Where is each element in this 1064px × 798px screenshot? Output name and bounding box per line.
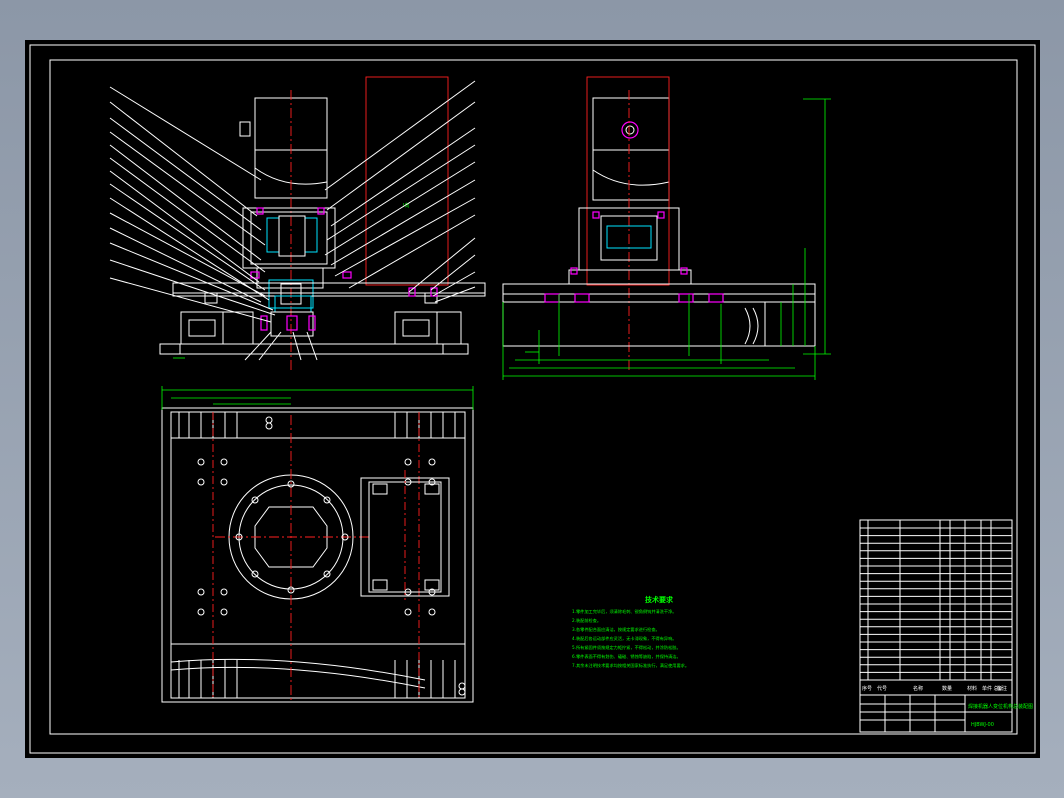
technical-requirements: 技术要求 1.零件加工完毕后，须清除毛刺、锐角倒钝并清洗干净。 2.装配前检查。… <box>572 595 689 669</box>
header-cell: 名称 <box>913 685 923 692</box>
inner-frame <box>49 59 1018 735</box>
parts-list: 序号 代号 名称 数量 材料 单件 总计 备注 焊接机器人变位机构总装配图 HJ… <box>859 519 1033 733</box>
assembly-drawing-svg: I向 <box>29 44 1036 754</box>
header-cell: 序号 <box>862 685 872 692</box>
header-cell: 材料 <box>967 685 977 692</box>
header-cell: 代号 <box>877 685 887 692</box>
header-cell: 备注 <box>997 685 1007 692</box>
tech-req-line: 4.装配后各运动部件应灵活，无卡滞现象，不得有异响。 <box>572 635 677 642</box>
tech-req-line: 3.各零件配合面应清洁，按规定要求进行检查。 <box>572 626 660 633</box>
tech-req-line: 7.其余未注明技术要求均按相关国家标准执行，满足使用要求。 <box>572 662 689 669</box>
tech-req-line: 2.装配前检查。 <box>572 617 601 624</box>
section-label: I向 <box>403 202 409 209</box>
drawing-canvas[interactable]: I向 <box>25 40 1040 758</box>
tech-req-line: 5.所有紧固件须按规定力矩拧紧，不得松动，并涂防松胶。 <box>572 644 681 651</box>
front-view: I向 <box>109 76 486 370</box>
top-view <box>161 386 474 703</box>
drawing-number: HJBWJ-00 <box>971 722 994 728</box>
header-cell: 数量 <box>942 685 952 692</box>
tech-req-line: 6.零件表面不得有划伤、磕碰、锈蚀等缺陷，并保持清洁。 <box>572 653 681 660</box>
header-cell: 单件 总计 <box>982 685 1004 692</box>
tech-req-line: 1.零件加工完毕后，须清除毛刺、锐角倒钝并清洗干净。 <box>572 608 677 615</box>
tech-req-title: 技术要求 <box>645 595 674 604</box>
drawing-name: 焊接机器人变位机构总装配图 <box>968 703 1033 710</box>
outer-border <box>29 44 1036 754</box>
side-view <box>502 76 831 380</box>
